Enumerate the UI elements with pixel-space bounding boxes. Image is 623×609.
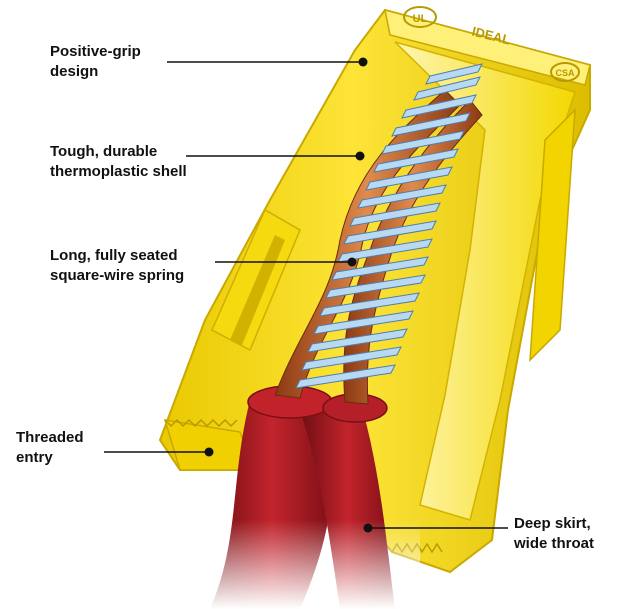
callout-positive-grip: Positive-grip design	[50, 42, 141, 82]
callout-threaded-entry-line2: entry	[16, 448, 84, 468]
callout-positive-grip-line1: Positive-grip	[50, 42, 141, 62]
callout-threaded-entry: Threaded entry	[16, 428, 84, 468]
dot-threaded-entry	[205, 448, 214, 457]
callout-deep-skirt-line2: wide throat	[514, 534, 594, 554]
callout-spring-line1: Long, fully seated	[50, 246, 184, 266]
dot-deep-skirt	[364, 524, 373, 533]
callout-deep-skirt-line1: Deep skirt,	[514, 514, 594, 534]
dot-spring	[348, 258, 357, 267]
marking-csa: CSA	[555, 68, 575, 78]
callout-positive-grip-line2: design	[50, 62, 141, 82]
callout-shell-line1: Tough, durable	[50, 142, 187, 162]
callout-deep-skirt: Deep skirt, wide throat	[514, 514, 594, 554]
callout-shell-line2: thermoplastic shell	[50, 162, 187, 182]
callout-spring: Long, fully seated square-wire spring	[50, 246, 184, 286]
dot-shell	[356, 152, 365, 161]
callout-shell: Tough, durable thermoplastic shell	[50, 142, 187, 182]
callout-threaded-entry-line1: Threaded	[16, 428, 84, 448]
callout-spring-line2: square-wire spring	[50, 266, 184, 286]
dot-positive-grip	[359, 58, 368, 67]
marking-ul: UL	[413, 13, 428, 25]
